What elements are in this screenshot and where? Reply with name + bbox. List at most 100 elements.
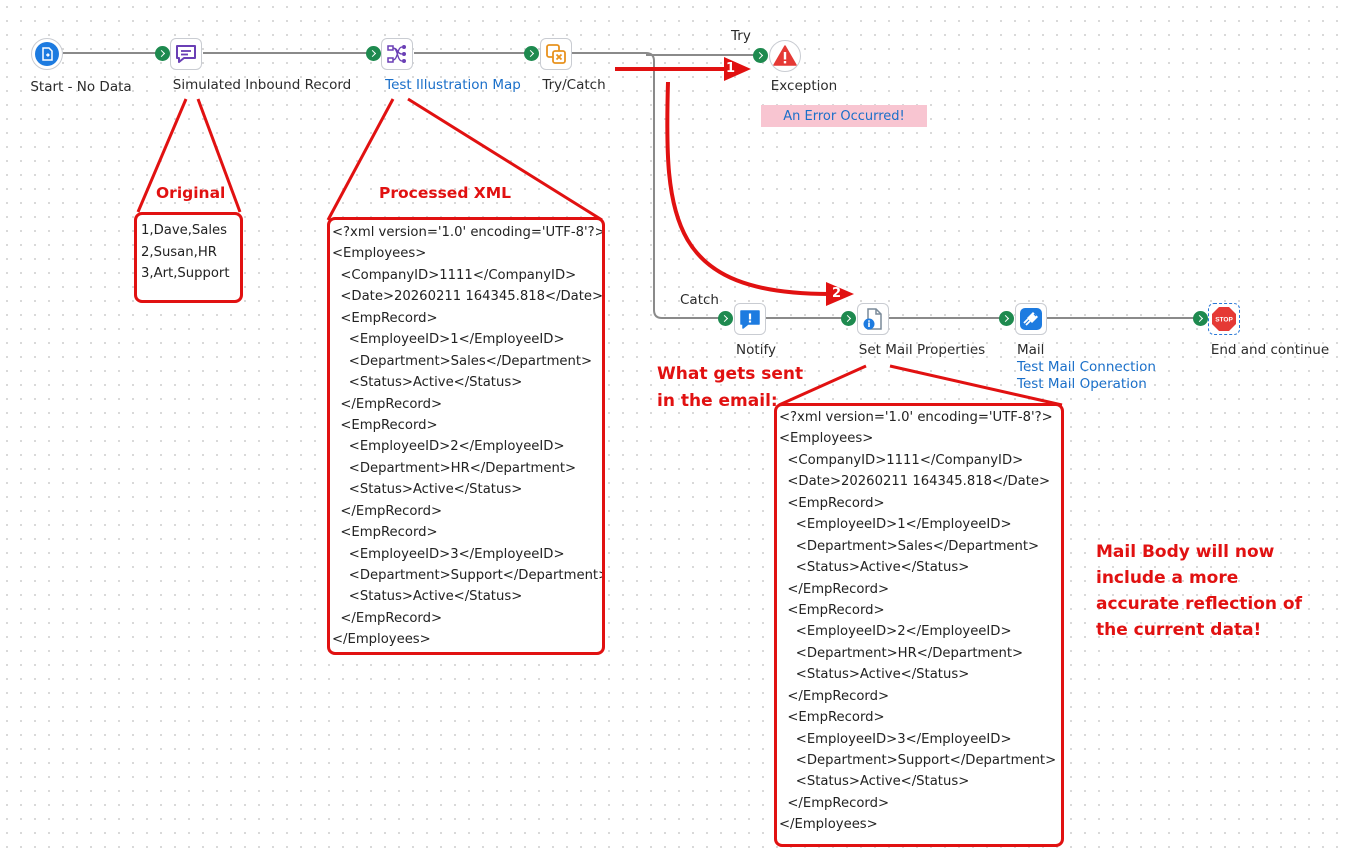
notify-bubble-icon: [738, 307, 762, 331]
arrow-1: [615, 57, 751, 81]
processed-xml-box: <?xml version='1.0' encoding='UTF-8'?> <…: [327, 217, 605, 655]
mail-node[interactable]: [1015, 303, 1047, 335]
xml-line: <Status>Active</Status>: [332, 482, 523, 498]
original-data-box: 1,Dave,Sales 2,Susan,HR 3,Art,Support: [134, 212, 243, 303]
xml-line: <Department>HR</Department>: [779, 645, 1024, 661]
connector-port[interactable]: [753, 48, 768, 63]
note-line: include a more: [1096, 568, 1239, 588]
xml-line: <EmployeeID>3</EmployeeID>: [779, 731, 1012, 747]
xml-line: <Status>Active</Status>: [779, 560, 970, 576]
trycatch-node[interactable]: [540, 38, 572, 70]
xml-line: <EmpRecord>: [332, 417, 438, 433]
email-title-line2: in the email:: [657, 391, 778, 411]
email-xml-box: <?xml version='1.0' encoding='UTF-8'?> <…: [774, 403, 1064, 847]
arrow-1-number: 1: [726, 61, 736, 76]
arrow-2-number: 2: [832, 286, 842, 301]
mail-label: Mail: [1017, 342, 1045, 358]
connector-port[interactable]: [155, 46, 170, 61]
exception-label: Exception: [770, 78, 838, 94]
xml-line: <Status>Active</Status>: [332, 589, 523, 605]
xml-line: <EmployeeID>1</EmployeeID>: [332, 332, 565, 348]
simulated-record-node[interactable]: [170, 38, 202, 70]
xml-line: </EmpRecord>: [332, 503, 443, 519]
xml-line: </Employees>: [779, 817, 878, 833]
note-line: accurate reflection of: [1096, 594, 1303, 614]
xml-line: <Department>Sales</Department>: [332, 353, 593, 369]
note-line: the current data!: [1096, 620, 1262, 640]
connector-port[interactable]: [524, 46, 539, 61]
xml-line: </EmpRecord>: [332, 610, 443, 626]
connector-port[interactable]: [366, 46, 381, 61]
catch-path-label: Catch: [680, 292, 719, 308]
xml-line: <Department>Sales</Department>: [779, 538, 1040, 554]
csv-row: 2,Susan,HR: [141, 244, 217, 260]
connector-port[interactable]: [841, 311, 856, 326]
setmail-label: Set Mail Properties: [858, 342, 986, 358]
trycatch-label: Try/Catch: [542, 77, 606, 93]
xml-line: <?xml version='1.0' encoding='UTF-8'?>: [332, 225, 605, 240]
warning-triangle-icon: [771, 42, 799, 70]
xml-line: <Department>HR</Department>: [332, 460, 577, 476]
document-info-icon: [861, 307, 885, 331]
xml-line: <EmployeeID>2</EmployeeID>: [332, 439, 565, 455]
xml-line: <EmpRecord>: [332, 310, 438, 326]
map-node[interactable]: [381, 38, 413, 70]
xml-line: <Status>Active</Status>: [779, 774, 970, 790]
end-label: End and continue: [1210, 342, 1330, 358]
xml-line: <EmpRecord>: [779, 710, 885, 726]
xml-line: <EmpRecord>: [779, 602, 885, 618]
xml-line: <Employees>: [779, 431, 874, 447]
notify-node[interactable]: [734, 303, 766, 335]
xml-line: <Employees>: [332, 246, 427, 262]
xml-line: </EmpRecord>: [779, 688, 890, 704]
mail-operation-link[interactable]: Test Mail Operation: [1017, 376, 1147, 392]
xml-line: <EmpRecord>: [332, 525, 438, 541]
try-path-label: Try: [731, 28, 751, 44]
message-bubble-icon: [174, 43, 198, 65]
xml-line: </EmpRecord>: [332, 396, 443, 412]
email-title-line1: What gets sent: [657, 364, 804, 384]
xml-line: <EmployeeID>1</EmployeeID>: [779, 517, 1012, 533]
xml-line: <Department>Support</Department>: [779, 753, 1057, 768]
plug-connector-icon: [1019, 307, 1043, 331]
mail-body-note: Mail Body will now include a more accura…: [1096, 539, 1302, 643]
map-label[interactable]: Test Illustration Map: [385, 77, 521, 93]
xml-line: <EmpRecord>: [779, 495, 885, 511]
xml-line: </EmpRecord>: [779, 581, 890, 597]
xml-line: <?xml version='1.0' encoding='UTF-8'?>: [779, 410, 1053, 425]
notify-label: Notify: [736, 342, 776, 358]
xml-line: <Status>Active</Status>: [332, 375, 523, 391]
setmail-node[interactable]: [857, 303, 889, 335]
xml-line: <CompanyID>1111</CompanyID>: [332, 267, 577, 283]
end-node[interactable]: STOP: [1208, 303, 1240, 335]
mail-connection-link[interactable]: Test Mail Connection: [1017, 359, 1156, 375]
connector-port[interactable]: [1193, 311, 1208, 326]
connector-port[interactable]: [999, 311, 1014, 326]
xml-line: </Employees>: [332, 632, 431, 648]
note-line: Mail Body will now: [1096, 542, 1275, 562]
csv-row: 3,Art,Support: [141, 266, 230, 281]
xml-line: <Date>20260211 164345.818</Date>: [779, 474, 1051, 490]
exception-node[interactable]: [769, 40, 801, 72]
map-transform-icon: [385, 42, 409, 66]
annotation-strokes: [136, 97, 1063, 407]
xml-line: <EmployeeID>2</EmployeeID>: [779, 624, 1012, 640]
try-catch-icon: [544, 42, 568, 66]
xml-line: </EmpRecord>: [779, 795, 890, 811]
csv-row: 1,Dave,Sales: [141, 223, 228, 238]
xml-line: <EmployeeID>3</EmployeeID>: [332, 546, 565, 562]
stop-sign-icon: STOP: [1211, 306, 1237, 332]
simulated-record-label: Simulated Inbound Record: [172, 77, 352, 93]
original-title: Original: [156, 184, 226, 202]
stop-sign-text: STOP: [1215, 317, 1233, 324]
connector-port[interactable]: [718, 311, 733, 326]
connector-lines: [63, 52, 1195, 319]
exception-message[interactable]: An Error Occurred!: [761, 105, 927, 127]
start-node[interactable]: [31, 38, 63, 70]
document-start-icon: [34, 41, 60, 67]
xml-line: <CompanyID>1111</CompanyID>: [779, 452, 1024, 468]
xml-line: <Status>Active</Status>: [779, 667, 970, 683]
xml-line: <Department>Support</Department>: [332, 568, 605, 583]
arrow-2: [665, 81, 854, 306]
